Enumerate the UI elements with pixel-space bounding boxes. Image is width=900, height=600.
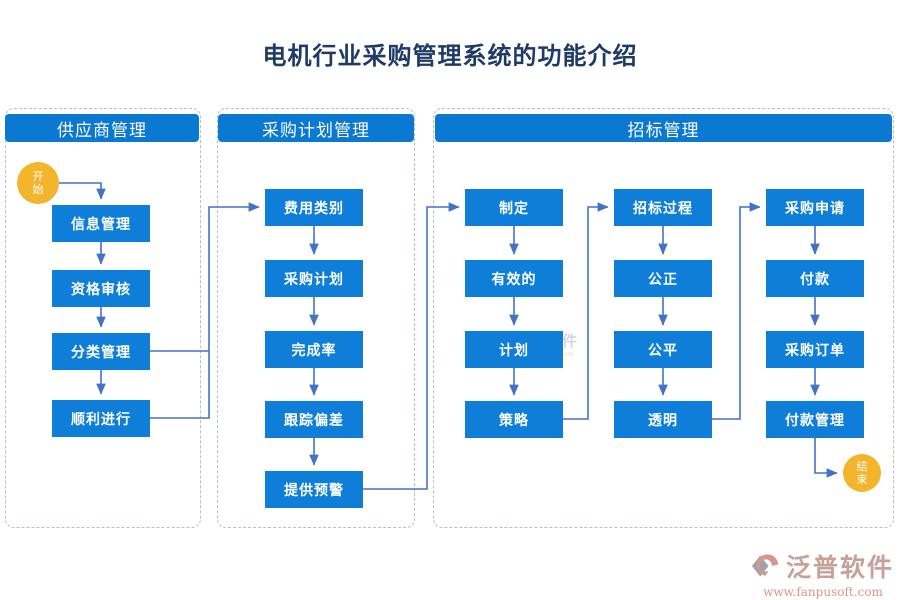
flow-node-classification-management: 分类管理 <box>52 333 150 370</box>
flow-node-information-management: 信息管理 <box>52 205 150 242</box>
flow-node-qualification-review: 资格审核 <box>52 270 150 307</box>
flow-node-provide-warning: 提供预警 <box>265 471 363 508</box>
page-title: 电机行业采购管理系统的功能介绍 <box>262 41 638 70</box>
flow-node-track-deviation: 跟踪偏差 <box>265 401 363 438</box>
flow-node-formulate: 制定 <box>465 189 563 226</box>
brand-logo-icon <box>752 554 779 577</box>
flow-node-completion-rate: 完成率 <box>265 331 363 368</box>
flow-node-payment-management: 付款管理 <box>766 401 864 438</box>
flow-node-plan: 计划 <box>465 331 563 368</box>
brand-logo: 泛普软件 www.fanpusoft.com <box>752 548 894 599</box>
flow-node-payment: 付款 <box>766 260 864 297</box>
flow-node-purchase-order: 采购订单 <box>766 331 864 368</box>
flow-node-just: 公正 <box>614 260 712 297</box>
flow-node-strategy: 策略 <box>465 401 563 438</box>
flow-node-purchase-plan: 采购计划 <box>265 260 363 297</box>
panel-supplier-management <box>5 108 201 528</box>
section-header-purchase-plan-management: 采购计划管理 <box>218 114 414 142</box>
flow-node-proceed-smoothly: 顺利进行 <box>52 400 150 437</box>
section-header-supplier-management: 供应商管理 <box>5 114 199 142</box>
panel-bidding-management <box>433 108 894 528</box>
flow-node-effective: 有效的 <box>465 260 563 297</box>
flow-node-expense-category: 费用类别 <box>265 189 363 226</box>
panel-purchase-plan-management <box>217 108 415 528</box>
end-terminal: 结束 <box>843 454 881 492</box>
flow-node-purchase-request: 采购申请 <box>766 189 864 226</box>
end-terminal-label: 结束 <box>856 459 868 486</box>
flow-node-bidding-process: 招标过程 <box>614 189 712 226</box>
section-header-bidding-management: 招标管理 <box>435 114 892 142</box>
flow-node-transparent: 透明 <box>614 401 712 438</box>
start-terminal-label: 开始 <box>32 169 44 196</box>
brand-url: www.fanpusoft.com <box>763 585 883 599</box>
flow-node-fair: 公平 <box>614 331 712 368</box>
brand-name: 泛普软件 <box>786 553 895 582</box>
start-terminal: 开始 <box>17 162 59 204</box>
